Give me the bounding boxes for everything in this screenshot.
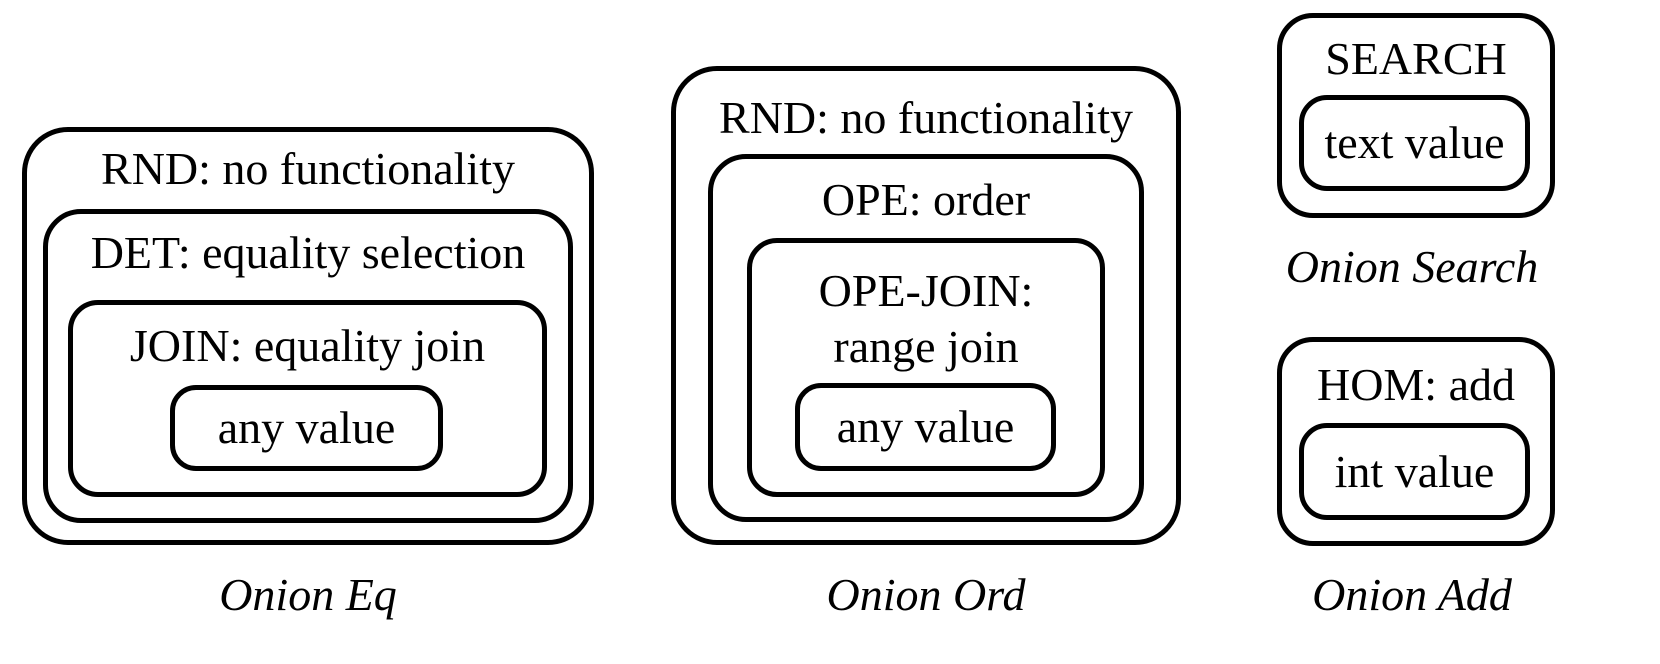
- onion-ord-ope-label: OPE: order: [821, 174, 1031, 225]
- onion-search-value-core: text value: [1299, 95, 1530, 191]
- onion-eq-value-label: any value: [217, 402, 396, 453]
- onion-ord-value-core: any value: [795, 383, 1056, 471]
- onion-search-search-label: SEARCH: [1325, 33, 1507, 84]
- onion-eq-rnd-label: RND: no functionality: [101, 143, 515, 194]
- onion-add-value-label: int value: [1334, 446, 1495, 497]
- onion-eq-caption: Onion Eq: [219, 569, 397, 620]
- onion-add-caption: Onion Add: [1312, 569, 1512, 620]
- onion-ord-range-join-label: range join: [833, 321, 1019, 372]
- onion-eq-join-label: JOIN: equality join: [129, 320, 486, 371]
- onion-search-caption: Onion Search: [1285, 241, 1539, 292]
- onion-ord-caption: Onion Ord: [826, 569, 1026, 620]
- onion-add-hom-label: HOM: add: [1316, 359, 1516, 410]
- onion-ord-value-label: any value: [836, 401, 1015, 452]
- onion-ord-opejoin-label: OPE-JOIN:: [818, 265, 1034, 316]
- onion-eq-value-core: any value: [170, 385, 443, 471]
- onion-ord-rnd-label: RND: no functionality: [719, 92, 1133, 143]
- onion-search-value-label: text value: [1324, 117, 1505, 168]
- onion-eq-det-label: DET: equality selection: [90, 227, 526, 278]
- onion-add-value-core: int value: [1299, 423, 1530, 520]
